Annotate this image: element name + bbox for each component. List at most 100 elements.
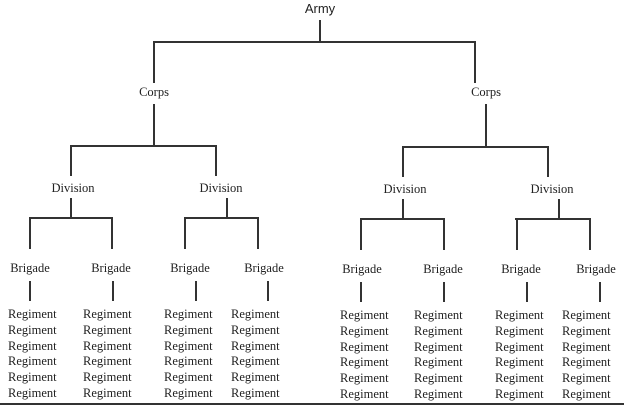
regiment-node: Regiment xyxy=(495,386,544,401)
connector xyxy=(184,217,186,249)
regiment-node: Regiment xyxy=(414,339,463,354)
regiment-node: Regiment xyxy=(83,307,132,321)
regiment-node: Regiment xyxy=(231,385,280,400)
connector xyxy=(443,218,445,250)
connector xyxy=(184,217,259,219)
regiment-node: Regiment xyxy=(562,355,611,370)
regiment-node: Regiment xyxy=(495,339,544,354)
regiment-node: Regiment xyxy=(495,371,544,386)
division-node: Division xyxy=(530,182,574,196)
connector xyxy=(226,198,228,218)
connector xyxy=(443,282,445,302)
regiment-node: Regiment xyxy=(83,354,132,369)
regiment-node: Regiment xyxy=(231,322,280,337)
regiment-node: Regiment xyxy=(495,308,544,322)
regiment-node: Regiment xyxy=(414,308,463,322)
connector xyxy=(589,218,591,250)
connector xyxy=(515,218,591,220)
regiment-node: Regiment xyxy=(231,354,280,369)
division-node: Division xyxy=(51,181,95,195)
regiment-node: Regiment xyxy=(495,355,544,370)
regiment-node: Regiment xyxy=(164,338,213,353)
regiment-node: Regiment xyxy=(164,322,213,337)
connector xyxy=(360,282,362,302)
regiment-node: Regiment xyxy=(340,323,389,338)
regiment-node: Regiment xyxy=(414,371,463,386)
regiment-node: Regiment xyxy=(8,322,57,337)
brigade-node: Brigade xyxy=(10,261,50,275)
regiment-node: Regiment xyxy=(231,307,280,321)
connector xyxy=(547,146,549,177)
connector xyxy=(402,146,404,177)
connector xyxy=(402,146,549,148)
connector xyxy=(215,145,217,176)
connector xyxy=(70,145,217,147)
regiment-node: Regiment xyxy=(340,339,389,354)
regiment-node: Regiment xyxy=(340,386,389,401)
connector xyxy=(558,199,560,219)
regiment-node: Regiment xyxy=(414,386,463,401)
regiment-node: Regiment xyxy=(8,370,57,385)
corps-node: Corps xyxy=(139,85,169,99)
regiment-node: Regiment xyxy=(83,385,132,400)
connector xyxy=(319,20,321,43)
regiment-node: Regiment xyxy=(562,339,611,354)
regiment-node: Regiment xyxy=(340,308,389,322)
division-node: Division xyxy=(199,181,243,195)
brigade-node: Brigade xyxy=(501,262,541,276)
brigade-node: Brigade xyxy=(423,262,463,276)
connector xyxy=(70,198,72,218)
connector xyxy=(485,104,487,146)
regiment-node: Regiment xyxy=(164,370,213,385)
regiment-node: Regiment xyxy=(562,323,611,338)
connector xyxy=(153,41,476,43)
regiment-node: Regiment xyxy=(562,371,611,386)
connector xyxy=(29,217,31,249)
connector xyxy=(474,41,476,83)
division-node: Division xyxy=(383,182,427,196)
connector xyxy=(526,282,528,302)
corps-node: Corps xyxy=(471,85,501,99)
regiment-node: Regiment xyxy=(340,355,389,370)
connector xyxy=(516,218,518,250)
brigade-node: Brigade xyxy=(244,261,284,275)
regiment-node: Regiment xyxy=(164,354,213,369)
connector xyxy=(402,199,404,219)
regiment-node: Regiment xyxy=(562,308,611,322)
regiment-node: Regiment xyxy=(8,338,57,353)
regiment-node: Regiment xyxy=(231,338,280,353)
connector xyxy=(599,282,601,302)
regiment-node: Regiment xyxy=(8,385,57,400)
regiment-node: Regiment xyxy=(495,323,544,338)
connector xyxy=(267,281,269,301)
connector xyxy=(360,218,362,250)
connector xyxy=(153,104,155,146)
connector xyxy=(29,217,113,219)
connector xyxy=(360,218,445,220)
brigade-node: Brigade xyxy=(576,262,616,276)
regiment-node: Regiment xyxy=(562,386,611,401)
connector xyxy=(195,281,197,301)
regiment-node: Regiment xyxy=(414,323,463,338)
connector xyxy=(257,217,259,249)
regiment-node: Regiment xyxy=(164,307,213,321)
army-node: Army xyxy=(304,1,336,16)
bottom-border xyxy=(0,403,624,405)
connector xyxy=(153,41,155,83)
regiment-node: Regiment xyxy=(83,370,132,385)
brigade-node: Brigade xyxy=(170,261,210,275)
brigade-node: Brigade xyxy=(342,262,382,276)
regiment-node: Regiment xyxy=(8,354,57,369)
regiment-node: Regiment xyxy=(83,322,132,337)
connector xyxy=(111,217,113,249)
regiment-node: Regiment xyxy=(8,307,57,321)
